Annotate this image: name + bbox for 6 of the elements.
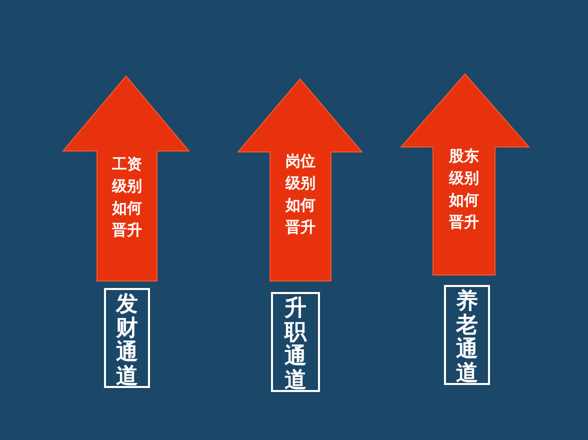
vertical-label: 养老通道 xyxy=(444,285,490,385)
arrow-label: 岗位级别如何晋升 xyxy=(284,151,316,238)
arrow-label: 股东级别如何晋升 xyxy=(448,146,480,233)
vertical-label: 发财通道 xyxy=(104,288,150,388)
arrow-label: 工资级别如何晋升 xyxy=(111,154,143,241)
vertical-label: 升职通道 xyxy=(271,292,320,392)
